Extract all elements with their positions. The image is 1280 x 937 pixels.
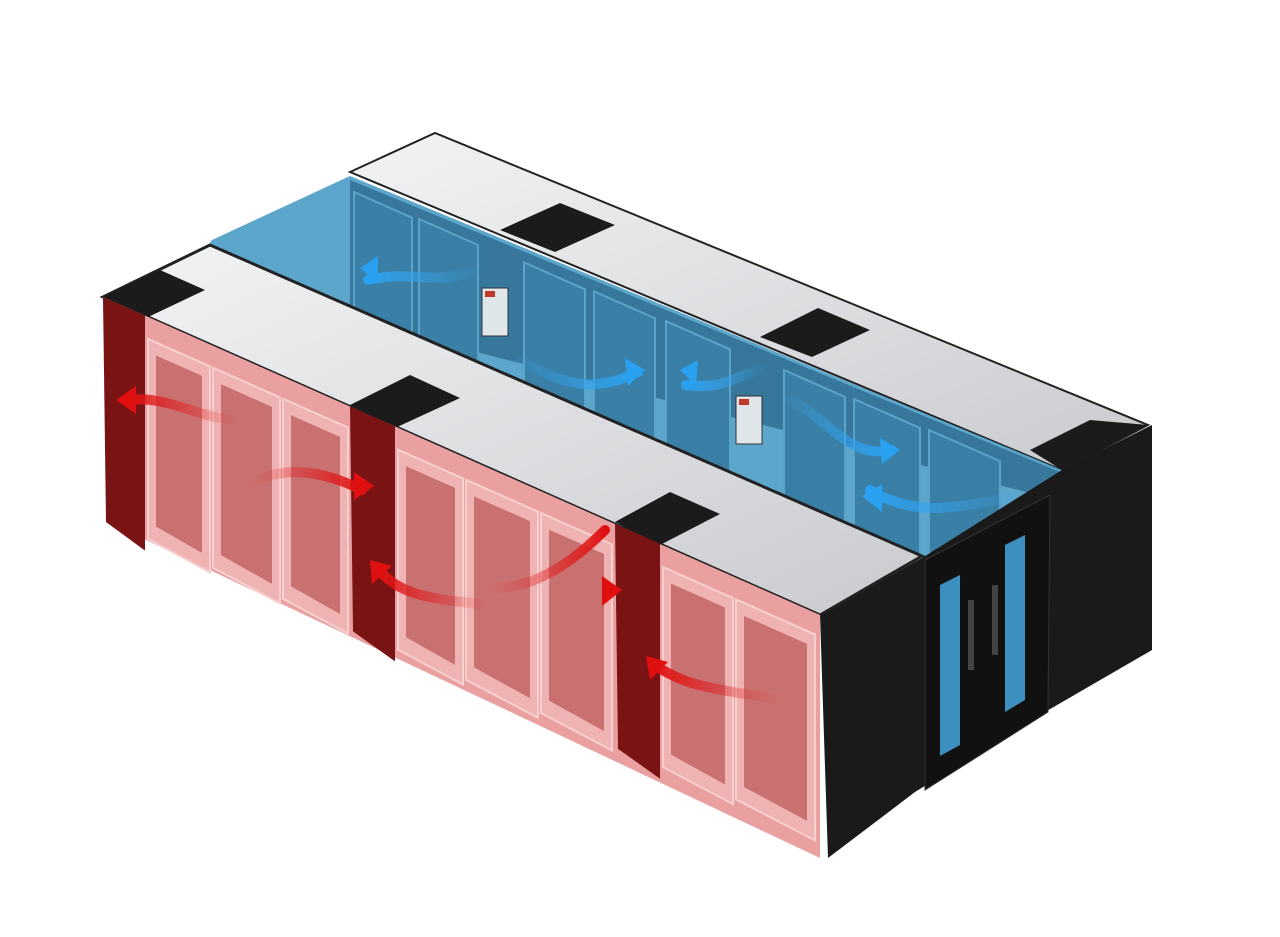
door-mesh-panel xyxy=(744,615,807,821)
door-mesh-panel xyxy=(291,415,340,614)
cold-airflow-arrow-icon xyxy=(363,267,475,285)
door-window xyxy=(940,575,960,756)
hot-airflow-arrow-icon xyxy=(373,563,495,610)
door-mesh-panel xyxy=(156,355,202,553)
front-row-roof-black-segment xyxy=(615,492,720,545)
cold-airflow-arrow-icon xyxy=(681,365,765,391)
hot-airflow-arrow-icon xyxy=(485,525,610,594)
controller-logo xyxy=(485,291,495,297)
hot-airflow-arrow-icon xyxy=(245,467,367,495)
hot-airflow-arrows xyxy=(116,386,785,705)
vent-column xyxy=(350,406,395,662)
door-handle[interactable] xyxy=(992,585,998,655)
front-row-roof-black-segment xyxy=(103,270,205,318)
front-row-doors xyxy=(103,297,816,843)
cold-airflow-arrow-icon xyxy=(515,355,643,390)
vent-column xyxy=(615,523,660,779)
back-row-roof-black-segment xyxy=(500,203,615,252)
door-handle[interactable] xyxy=(968,600,974,670)
back-row-roof-black-segment xyxy=(760,308,870,357)
door-mesh-panel xyxy=(474,496,530,699)
door-mesh-panel xyxy=(406,466,455,665)
cold-airflow-arrows xyxy=(360,256,1015,513)
hot-airflow-arrow-icon xyxy=(123,394,245,425)
hot-airflow-arrow-icon xyxy=(650,660,785,705)
back-row-roof-black-segment xyxy=(1030,420,1148,470)
cold-airflow-arrow-icon xyxy=(785,395,897,457)
front-row-roof-black-segment xyxy=(350,375,460,428)
vent-column xyxy=(103,297,145,551)
controller-logo xyxy=(739,399,749,405)
door-window xyxy=(1005,535,1025,712)
cold-airflow-arrow-icon xyxy=(865,485,1015,513)
door-mesh-panel xyxy=(549,529,604,731)
